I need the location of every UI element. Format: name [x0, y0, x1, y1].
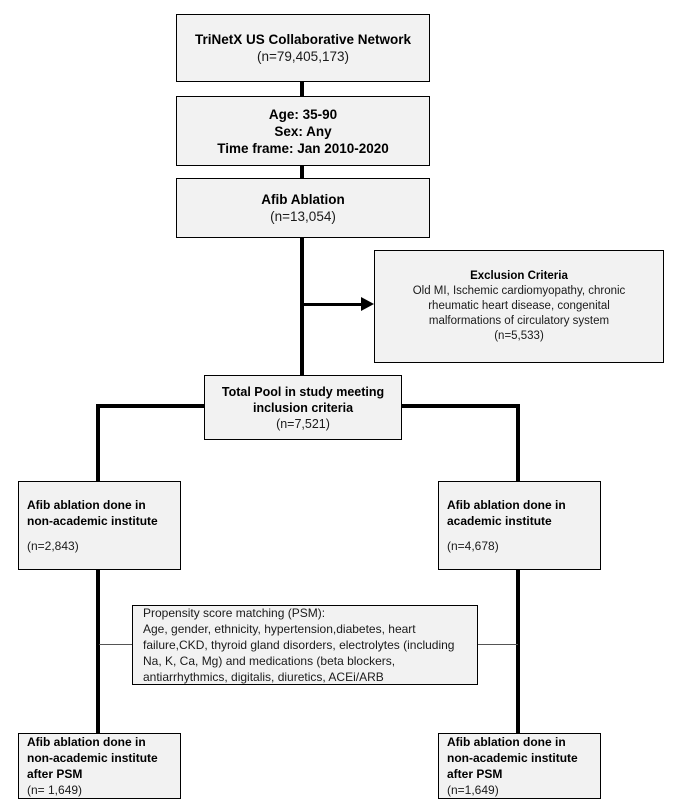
node-exclusion-criteria: Exclusion Criteria Old MI, Ischemic card…	[374, 250, 664, 363]
node-exclusion-criteria-line1: Old MI, Ischemic cardiomyopathy, chronic	[412, 285, 626, 297]
connector-exclusion-arrow-shaft	[303, 303, 363, 306]
node-academic-after-psm-line2: non-academic institute	[447, 751, 578, 765]
connector-source-to-criteria	[300, 81, 304, 97]
connector-exclusion-arrowhead	[361, 297, 374, 311]
connector-criteria-to-ablation	[300, 165, 304, 179]
node-afib-ablation-heading: Afib Ablation	[261, 192, 345, 207]
node-source-network-count: (n=79,405,173)	[257, 49, 349, 64]
node-academic-after-psm-line3: after PSM	[447, 767, 503, 781]
node-academic-institute-line2: academic institute	[447, 514, 552, 528]
connector-ablation-to-total-pool	[300, 237, 304, 376]
node-academic-institute-line1: Afib ablation done in	[447, 498, 566, 512]
node-exclusion-criteria-count: (n=5,533)	[494, 330, 544, 342]
node-afib-ablation-count: (n=13,054)	[270, 209, 336, 224]
node-psm-line1: Propensity score matching (PSM):	[143, 606, 326, 620]
node-non-academic-institute-count: (n=2,843)	[27, 539, 79, 553]
node-total-pool-count: (n=7,521)	[276, 416, 330, 431]
node-afib-ablation: Afib Ablation (n=13,054)	[176, 178, 430, 238]
node-source-network-heading: TriNetX US Collaborative Network	[194, 32, 412, 47]
node-non-academic-institute: Afib ablation done in non-academic insti…	[18, 481, 181, 570]
node-academic-institute-count: (n=4,678)	[447, 539, 499, 553]
node-total-pool-line2: inclusion criteria	[252, 400, 354, 415]
node-non-academic-after-psm-line1: Afib ablation done in	[27, 735, 146, 749]
node-exclusion-criteria-line3: malformations of circulatory system	[428, 315, 610, 327]
node-inclusion-criteria-timeframe: Time frame: Jan 2010-2020	[217, 140, 389, 156]
connector-right-trunk-lower	[516, 570, 520, 733]
node-non-academic-after-psm-count: (n= 1,649)	[27, 783, 83, 797]
connector-right-trunk-upper	[516, 404, 520, 481]
connector-left-trunk-lower	[96, 570, 100, 733]
node-inclusion-criteria: Age: 35-90 Sex: Any Time frame: Jan 2010…	[176, 96, 430, 166]
node-exclusion-criteria-line2: rheumatic heart disease, congenital	[428, 300, 610, 312]
node-academic-institute: Afib ablation done in academic institute…	[438, 481, 601, 570]
node-inclusion-criteria-age: Age: 35-90	[268, 106, 338, 122]
node-total-pool: Total Pool in study meeting inclusion cr…	[204, 375, 402, 440]
node-total-pool-line1: Total Pool in study meeting	[221, 384, 385, 399]
node-exclusion-criteria-heading: Exclusion Criteria	[470, 270, 568, 282]
node-source-network: TriNetX US Collaborative Network (n=79,4…	[176, 14, 430, 82]
node-non-academic-after-psm-line3: after PSM	[27, 767, 83, 781]
node-academic-after-psm-line1: Afib ablation done in	[447, 735, 566, 749]
node-psm-line5: antiarrhythmics, digitalis, diuretics, A…	[143, 670, 384, 684]
connector-psm-right-link	[478, 644, 518, 645]
node-academic-after-psm-count: (n=1,649)	[447, 783, 499, 797]
node-non-academic-institute-line1: Afib ablation done in	[27, 498, 146, 512]
connector-left-trunk-upper	[96, 404, 100, 481]
node-psm-line2: Age, gender, ethnicity, hypertension,dia…	[143, 622, 416, 636]
node-academic-institute-after-psm: Afib ablation done in non-academic insti…	[438, 733, 601, 799]
connector-total-pool-left-branch	[96, 404, 206, 408]
node-non-academic-institute-line2: non-academic institute	[27, 514, 158, 528]
node-non-academic-institute-after-psm: Afib ablation done in non-academic insti…	[18, 733, 181, 799]
node-psm-line3: failure,CKD, thyroid gland disorders, el…	[143, 638, 455, 652]
node-inclusion-criteria-sex: Sex: Any	[274, 123, 332, 139]
node-propensity-score-matching: Propensity score matching (PSM): Age, ge…	[132, 605, 478, 685]
node-non-academic-after-psm-line2: non-academic institute	[27, 751, 158, 765]
connector-psm-left-link	[99, 644, 133, 645]
node-psm-line4: Na, K, Ca, Mg) and medications (beta blo…	[143, 654, 396, 668]
connector-total-pool-right-branch	[400, 404, 520, 408]
